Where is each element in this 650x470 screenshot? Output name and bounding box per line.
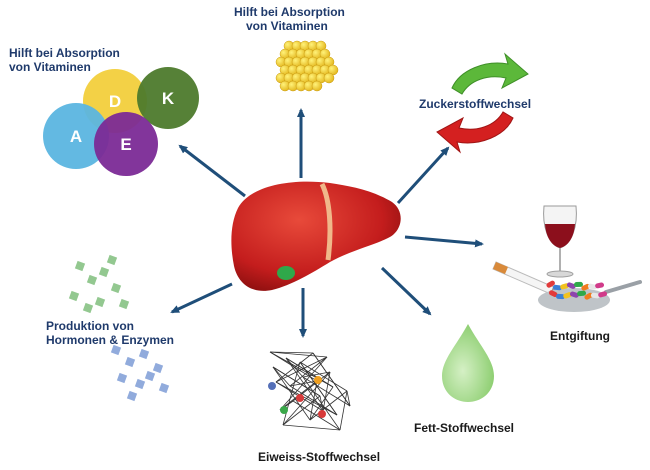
cigarette-icon [492,261,558,296]
arrows [170,108,484,338]
vitamin-a-circle [43,103,109,169]
label-detox: Entgiftung [550,329,610,343]
arrow-to-vitamins-adek [178,144,246,198]
vitamin-d-letter: D [109,92,121,111]
vitamin-a-letter: A [70,127,82,146]
arrow-to-hormones [170,282,233,314]
label-absorption-top-line2: von Vitaminen [246,19,328,33]
protein-molecule-icon [268,351,351,431]
vitamin-k-letter: K [162,89,175,108]
label-sugar: Zuckerstoffwechsel [419,97,531,111]
hormone-cubes-icon [68,254,170,402]
label-hormones-line2: Hormonen & Enzymen [46,333,174,347]
label-fat: Fett-Stoffwechsel [414,421,514,435]
vitamin-e-letter: E [120,135,131,154]
vitamin-e-circle [94,112,158,176]
liver-illustration [231,181,401,291]
vitamin-circles: D K A E [43,67,199,176]
arrow-to-sugar [396,146,450,205]
label-protein: Eiweiss-Stoffwechsel [258,450,380,464]
vitamin-balls-illustration [275,40,339,92]
pills-spoon-icon [538,280,642,312]
fat-drop-icon [442,324,494,402]
sugar-cycle-icon [436,52,529,154]
arrow-to-detox [404,235,484,248]
vitamin-k-circle [137,67,199,129]
label-absorption-left-line1: Hilft bei Absorption [9,46,120,60]
label-absorption-top-line1: Hilft bei Absorption [234,5,345,19]
label-absorption-left-line2: von Vitaminen [9,60,91,74]
label-hormones-line1: Produktion von [46,319,134,333]
arrow-to-fat [380,266,432,316]
wine-glass-icon [543,205,577,278]
